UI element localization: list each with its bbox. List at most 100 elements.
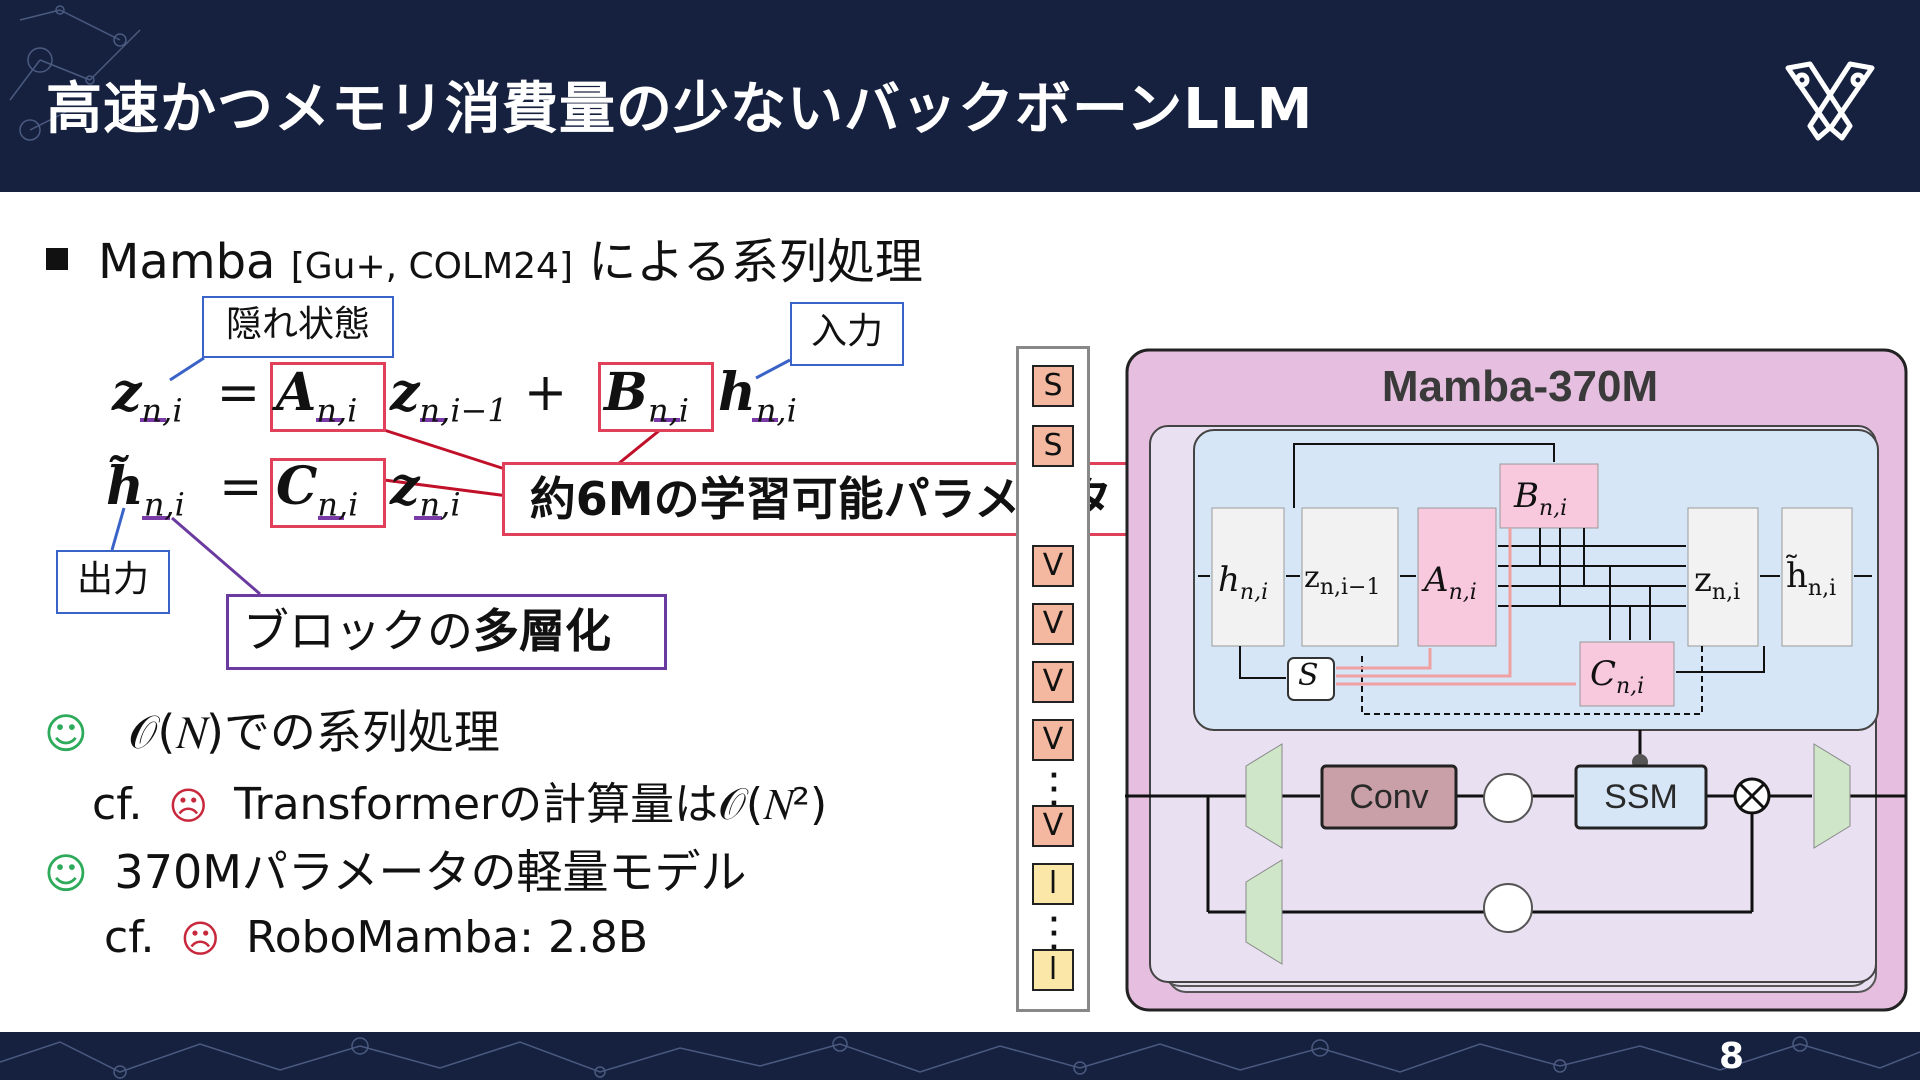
- C-box: [270, 458, 386, 528]
- token-v: V: [1032, 603, 1074, 645]
- eq2-C-sub: n,i: [317, 485, 359, 524]
- eq1-plus: +: [523, 363, 568, 423]
- token-v: V: [1032, 805, 1074, 847]
- A-box: [270, 362, 386, 432]
- ellipsis-icon: ···: [1049, 761, 1059, 819]
- eq1-z: z: [112, 362, 142, 423]
- multi-layer-bold: 多層化: [473, 604, 611, 658]
- eq1-equals: =: [216, 363, 261, 423]
- eq2-htilde: h̃: [106, 456, 144, 517]
- node-A-sub: n,i: [1448, 579, 1477, 605]
- slide-header: 高速かつメモリ消費量の少ないバックボーンLLM: [0, 0, 1920, 192]
- page-number: 8: [1718, 1036, 1744, 1077]
- node-zprev-sub: n,i−1: [1319, 575, 1381, 600]
- token-v: V: [1032, 545, 1074, 587]
- point-1: ☺ 𝒪(𝑁)での系列処理: [44, 696, 500, 762]
- eq1-B-sub: n,i: [647, 391, 689, 430]
- token-v: V: [1032, 661, 1074, 703]
- node-h: hn,i: [1218, 560, 1268, 605]
- slide-title: 高速かつメモリ消費量の少ないバックボーンLLM: [46, 77, 1314, 142]
- point-1-text: 𝒪(𝑁)での系列処理: [128, 705, 500, 759]
- node-C-letter: C: [1590, 654, 1617, 694]
- eq1-zprev: z: [390, 362, 420, 423]
- node-z-sub: n,i: [1711, 579, 1741, 605]
- network-decoration: [9, 5, 141, 141]
- node-z-letter: z: [1694, 560, 1712, 600]
- node-zprev-letter: z: [1304, 560, 1320, 595]
- eq1-zprev-term: zn,i−1 +: [390, 362, 567, 429]
- node-B-letter: B: [1514, 476, 1539, 516]
- point-4: cf. ☹ RoboMamba: 2.8B: [104, 912, 648, 963]
- ellipsis-icon: ···: [1049, 905, 1059, 963]
- conv-module: Conv: [1349, 778, 1429, 816]
- point-3-text: 370Mパラメータの軽量モデル: [114, 845, 747, 899]
- token-v: V: [1032, 719, 1074, 761]
- citation: [Gu+, COLM24]: [290, 246, 573, 287]
- bullet-main: Mamba: [98, 234, 276, 290]
- token-sequence: S S V V V V ··· V l ··· l: [1016, 346, 1090, 1012]
- ssm-module: SSM: [1604, 778, 1678, 816]
- node-S: S: [1298, 658, 1319, 693]
- node-A-letter: A: [1424, 560, 1449, 600]
- eq1-zprev-sub: n,i−1: [419, 391, 508, 430]
- node-B-sub: n,i: [1539, 495, 1568, 521]
- node-z: zn,i: [1694, 560, 1740, 605]
- main-bullet: Mamba [Gu+, COLM24] による系列処理: [46, 222, 923, 292]
- input-label: 入力: [790, 302, 904, 366]
- eq2-C-term: Cn,i: [276, 456, 358, 523]
- node-C: Cn,i: [1590, 654, 1644, 699]
- node-hout: h̃n,i: [1786, 556, 1836, 601]
- node-hout-letter: h̃: [1786, 556, 1808, 596]
- logo-icon: [1785, 61, 1875, 141]
- node-A: An,i: [1424, 560, 1477, 605]
- point-2: cf. ☹ Transformerの計算量は𝒪(𝑁²): [92, 768, 827, 832]
- bullet-rest: による系列処理: [588, 234, 923, 290]
- slide-footer: [0, 1032, 1920, 1080]
- multi-layer-prefix: ブロックの: [243, 604, 473, 658]
- multi-layer-callout: ブロックの多層化: [226, 594, 667, 670]
- point-3: ☺ 370Mパラメータの軽量モデル: [44, 836, 747, 902]
- eq1-A-term: An,i: [276, 362, 357, 429]
- eq1-B-term: Bn,i: [604, 362, 689, 429]
- node-B: Bn,i: [1514, 476, 1567, 521]
- hidden-state-label: 隠れ状態: [202, 296, 394, 358]
- eq2-z-sub: n,i: [419, 485, 461, 524]
- node-hout-sub: n,i: [1807, 575, 1837, 601]
- eq1-h: h: [718, 362, 756, 423]
- eq1-A: A: [276, 362, 317, 423]
- smile-icon: ☺: [44, 709, 88, 758]
- point-4-text: RoboMamba: 2.8B: [246, 912, 649, 963]
- eq1-z-sub: n,i: [141, 391, 183, 430]
- eq1-A-sub: n,i: [316, 391, 358, 430]
- token-s: S: [1032, 425, 1074, 467]
- mamba-diagram: [1125, 348, 1908, 1012]
- frown-icon: ☹: [180, 917, 221, 961]
- node-C-sub: n,i: [1616, 673, 1645, 699]
- smile-icon: ☺: [44, 849, 88, 898]
- eq2-C: C: [276, 456, 318, 517]
- bullet-square-icon: [46, 248, 68, 270]
- eq2-z-term: zn,i: [390, 456, 461, 523]
- token-s: S: [1032, 365, 1074, 407]
- equation-1: zn,i =: [112, 362, 276, 429]
- token-l: l: [1032, 863, 1074, 905]
- equation-2: h̃n,i =: [106, 456, 279, 523]
- point-4-prefix: cf.: [104, 912, 155, 963]
- eq2-htilde-sub: n,i: [143, 485, 185, 524]
- diagram-title: Mamba-370M: [1381, 362, 1659, 411]
- point-2-text: Transformerの計算量は𝒪(𝑁²): [234, 779, 828, 830]
- point-2-prefix: cf.: [92, 779, 143, 830]
- eq2-equals: =: [218, 457, 263, 517]
- node-h-sub: n,i: [1239, 579, 1269, 605]
- frown-icon: ☹: [168, 784, 209, 828]
- trainable-params-callout: 約6Mの学習可能パラメータ: [502, 462, 1140, 536]
- network-decoration: [0, 1036, 1920, 1079]
- B-box: [598, 362, 714, 432]
- node-zprev: zn,i−1: [1304, 560, 1380, 600]
- eq1-B: B: [604, 362, 648, 423]
- eq1-h-sub: n,i: [755, 391, 797, 430]
- token-l: l: [1032, 949, 1074, 991]
- eq2-z: z: [390, 456, 420, 517]
- eq1-h-term: hn,i: [718, 362, 797, 429]
- output-label: 出力: [56, 550, 170, 614]
